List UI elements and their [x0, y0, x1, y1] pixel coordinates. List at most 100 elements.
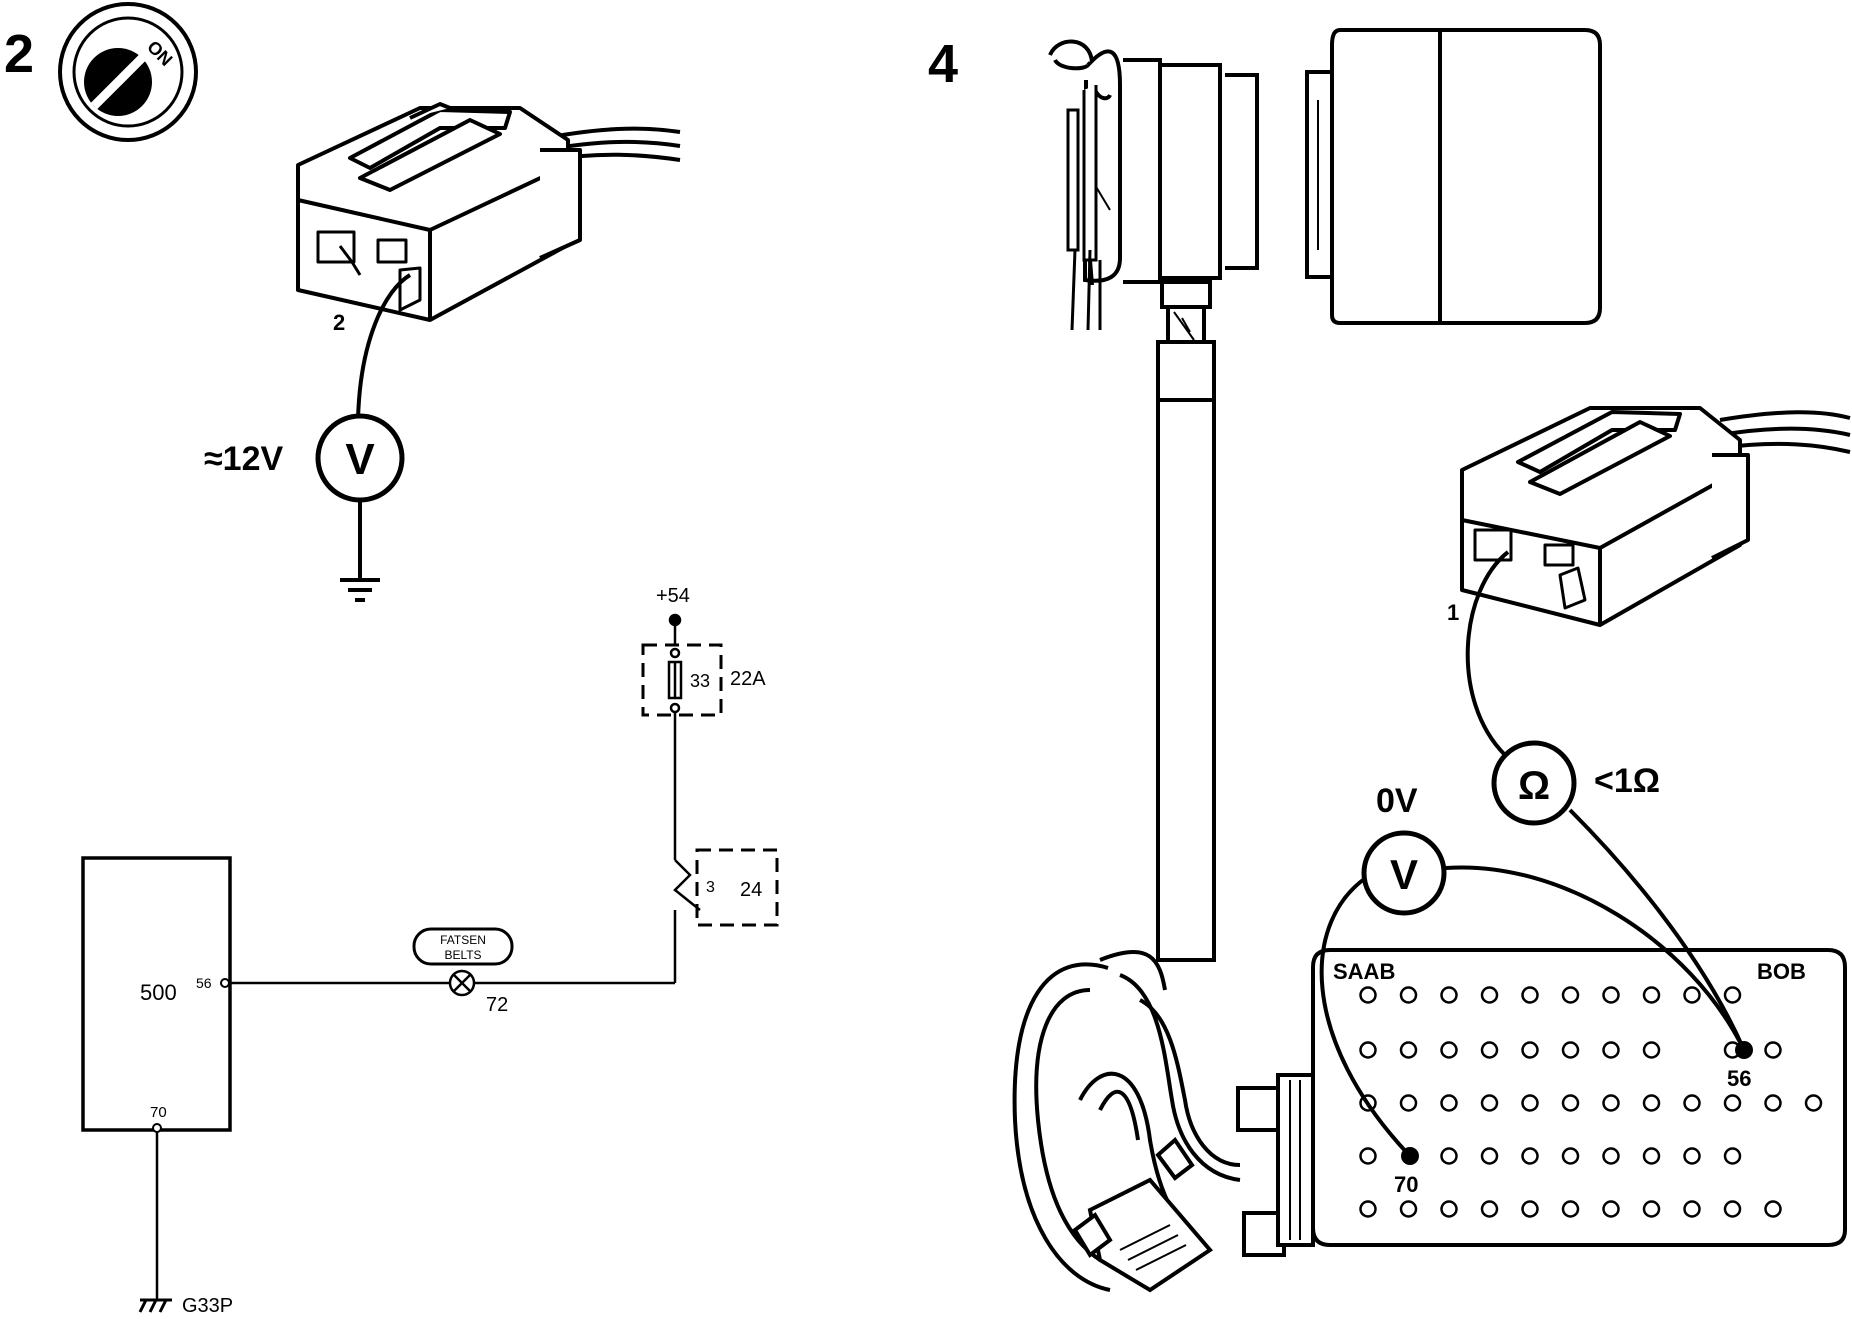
lamp-symbol-icon [448, 969, 476, 997]
bob-pin-hole [1642, 1041, 1661, 1059]
bob-pin-hole [1440, 986, 1458, 1004]
bob-pin-hole [1440, 1200, 1458, 1218]
bob-pin-hole [1561, 1094, 1580, 1112]
panel-2: 2 ON 2 [4, 2, 681, 602]
ecu-label: 500 [140, 980, 177, 1005]
harness-connectors [1072, 1073, 1315, 1293]
bob-pin-hole [1359, 1041, 1377, 1059]
bob-pin-hole [1642, 1147, 1661, 1165]
ohmmeter-icon: Ω [1491, 740, 1577, 826]
probe-wires [1319, 550, 1746, 1158]
bob-pin-hole [1440, 1094, 1458, 1112]
chassis-ground-icon [138, 1298, 172, 1313]
pin-label-1: 1 [1447, 600, 1459, 625]
panel-4: 4 [928, 28, 1851, 1293]
bob-pin-hole [1764, 1094, 1782, 1112]
bob-pin-hole [1602, 1147, 1620, 1165]
bob-pin-hole [1399, 1094, 1418, 1112]
lamp-text-2: BELTS [444, 948, 481, 962]
bob-pin-hole [1602, 1041, 1620, 1059]
bob-pin-hole [1561, 1041, 1580, 1059]
ecu-pin-70: 70 [150, 1104, 167, 1121]
step-number-2: 2 [4, 24, 34, 84]
ohmmeter-symbol: Ω [1518, 764, 1550, 808]
switch-box-24 [695, 848, 779, 927]
bob-pin-hole [1723, 1147, 1742, 1165]
bob-pin-hole [1764, 1041, 1782, 1059]
bob-pin-holes [1359, 986, 1823, 1218]
voltage-reading-0v: 0V [1376, 782, 1418, 820]
bob-pin-56-label: 56 [1727, 1066, 1751, 1091]
bob-breakout-box: SAAB BOB [1311, 948, 1847, 1247]
bob-pin-hole [1521, 986, 1539, 1004]
bob-pin-hole [1399, 1041, 1418, 1059]
bob-pin-hole [1642, 986, 1661, 1004]
lamp-indicator-badge [412, 927, 514, 966]
lamp-text-1: FATSEN [440, 933, 486, 947]
bob-pin-hole [1521, 1147, 1539, 1165]
bob-pin-hole [1602, 1094, 1620, 1112]
bob-pin-hole [1764, 1200, 1782, 1218]
wiring-schematic: +54 33 22A 3 24 500 56 70 [81, 585, 779, 1317]
bob-pin-hole [1399, 986, 1418, 1004]
fuse-icon [667, 647, 683, 714]
bob-pin-hole [1561, 986, 1580, 1004]
bob-pin-hole [1521, 1094, 1539, 1112]
bob-pin-hole [1602, 1200, 1620, 1218]
bob-pin-hole [1642, 1094, 1661, 1112]
bob-pin-hole [1480, 1041, 1499, 1059]
bob-pin-hole [1521, 1200, 1539, 1218]
bob-pin-hole [1683, 986, 1701, 1004]
bob-brand-right: BOB [1757, 959, 1806, 984]
probe-point-56 [1735, 1041, 1753, 1059]
voltmeter-icon-2: V [1361, 830, 1447, 916]
switch-contact [673, 859, 701, 911]
bob-pin-hole [1561, 1200, 1580, 1218]
control-module [1048, 28, 1602, 962]
bob-pin-hole [1480, 1094, 1499, 1112]
bob-pin-hole [1683, 1147, 1701, 1165]
voltage-reading-12v: ≈12V [204, 440, 283, 478]
voltmeter-symbol: V [345, 435, 375, 484]
ecu-pin-56: 56 [196, 975, 212, 991]
resistance-reading: <1Ω [1594, 762, 1660, 800]
bob-pin-hole [1359, 986, 1377, 1004]
fuse-number: 33 [690, 671, 710, 691]
bob-pin-hole [1480, 986, 1499, 1004]
bob-pin-hole [1683, 1200, 1701, 1218]
bob-pin-hole [1723, 1094, 1742, 1112]
bob-pin-hole [1561, 1147, 1580, 1165]
bob-pin-hole [1602, 986, 1620, 1004]
bob-pin-hole [1642, 1200, 1661, 1218]
fuse-box-label: 22A [730, 668, 766, 690]
bob-pin-hole [1440, 1147, 1458, 1165]
bob-pin-hole [1723, 986, 1742, 1004]
bob-pin-hole [1440, 1041, 1458, 1059]
probe-wire [356, 273, 412, 421]
ignition-key-icon: ON [58, 2, 198, 142]
bob-pin-70-label: 70 [1394, 1172, 1418, 1197]
ground-label: G33P [182, 1295, 233, 1317]
voltmeter-icon: V [315, 413, 405, 503]
harness-loop [1012, 949, 1241, 1292]
ground-symbol-icon [340, 578, 380, 602]
switch-pin: 3 [706, 879, 715, 896]
switch-label: 24 [740, 879, 762, 901]
bob-pin-hole [1399, 1200, 1418, 1218]
bob-pin-hole [1804, 1094, 1823, 1112]
step-number-4: 4 [928, 34, 958, 94]
connector-top-left [296, 102, 681, 322]
bob-pin-hole [1521, 1041, 1539, 1059]
bob-brand-left: SAAB [1333, 959, 1395, 984]
supply-label: +54 [656, 585, 690, 607]
bob-pin-hole [1723, 1200, 1742, 1218]
connector-right [1460, 406, 1851, 627]
bob-pin-hole [1683, 1094, 1701, 1112]
voltmeter-symbol-2: V [1390, 851, 1418, 898]
bob-pin-hole [1480, 1147, 1499, 1165]
bob-pin-hole [1359, 1147, 1377, 1165]
pin-label-2: 2 [333, 310, 345, 335]
probe-point-70 [1401, 1147, 1419, 1165]
lamp-number: 72 [486, 994, 508, 1016]
